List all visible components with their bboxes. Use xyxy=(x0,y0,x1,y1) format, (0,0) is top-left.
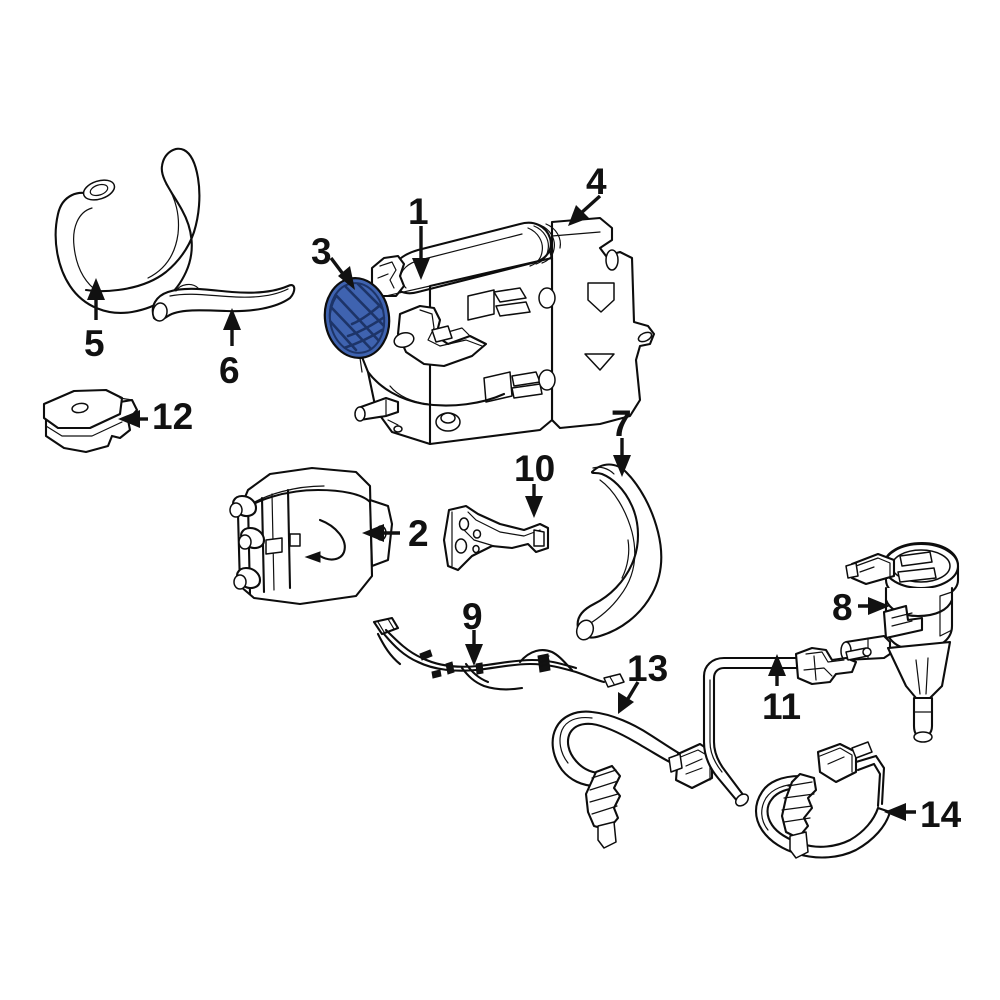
callout-number-3: 3 xyxy=(311,231,332,272)
part-9-wiring-harness xyxy=(372,616,625,691)
arrowhead-2 xyxy=(362,524,384,542)
arrowhead-6 xyxy=(223,308,241,330)
arrowhead-11 xyxy=(768,654,786,676)
leader-lines xyxy=(87,194,916,821)
arrowhead-7 xyxy=(613,455,631,477)
part-8-purge-solenoid-valve xyxy=(840,541,960,743)
arrowhead-13 xyxy=(618,692,634,714)
callout-number-7: 7 xyxy=(611,403,632,444)
part-12-leak-detection-pump xyxy=(42,388,139,454)
callout-number-2: 2 xyxy=(408,513,429,554)
arrowhead-1 xyxy=(412,258,430,280)
callout-number-13: 13 xyxy=(627,648,669,689)
callout-number-12: 12 xyxy=(152,396,194,437)
part-2-vapor-canister xyxy=(229,466,394,606)
arrowhead-4 xyxy=(568,205,589,226)
callout-number-4: 4 xyxy=(586,161,607,202)
callout-number-6: 6 xyxy=(219,350,240,391)
arrowhead-10 xyxy=(525,496,543,518)
arrowhead-12 xyxy=(118,410,140,428)
callout-number-1: 1 xyxy=(408,191,429,232)
leader-4 xyxy=(578,194,602,216)
arrowhead-14 xyxy=(884,803,906,821)
part-1-4-fuel-tank-assembly xyxy=(354,216,656,446)
arrowhead-9 xyxy=(465,644,483,666)
arrowhead-5 xyxy=(87,278,105,300)
part-6-vent-hose xyxy=(151,283,296,322)
callout-number-9: 9 xyxy=(462,596,483,637)
callout-number-8: 8 xyxy=(832,587,853,628)
part-7-vapor-hose xyxy=(575,463,663,641)
arrowhead-8 xyxy=(868,597,890,615)
part-5-filler-neck-hose xyxy=(54,147,201,314)
callout-number-14: 14 xyxy=(920,794,962,835)
arrowhead-3 xyxy=(338,266,355,290)
callout-number-10: 10 xyxy=(514,448,556,489)
callout-number-11: 11 xyxy=(762,686,802,727)
part-13-upstream-oxygen-sensor xyxy=(551,710,714,849)
part-14-downstream-oxygen-sensor xyxy=(754,741,892,859)
part-10-mounting-bracket xyxy=(442,504,550,572)
part-11-purge-line-tube xyxy=(702,646,872,807)
callout-number-5: 5 xyxy=(84,323,105,364)
